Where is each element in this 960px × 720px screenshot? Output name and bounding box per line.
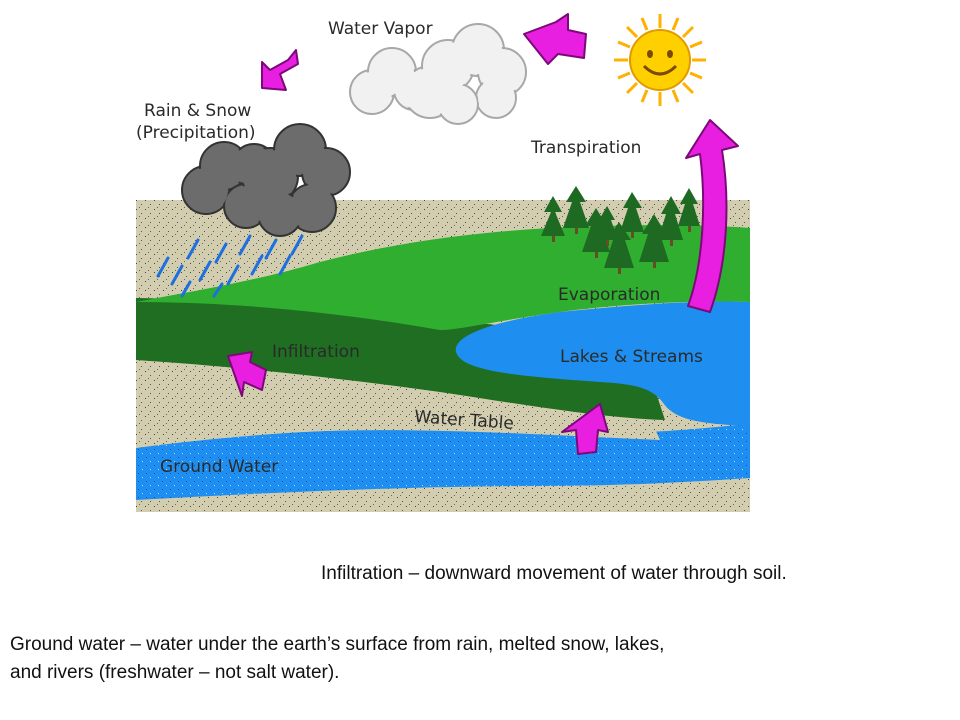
label-water-vapor: Water Vapor: [328, 19, 433, 39]
rain-streaks: [156, 234, 304, 298]
label-evaporation: Evaporation: [558, 285, 660, 305]
arrow-water-table: [561, 403, 609, 455]
rain-clouds: [181, 123, 351, 237]
caption-ground-water-line1: Ground water – water under the earth’s s…: [10, 634, 665, 655]
arrows: [227, 13, 739, 455]
water-vapor-clouds: [349, 23, 527, 125]
arrow-transpiration: [685, 119, 739, 313]
dark-grass-layer: [136, 298, 665, 420]
label-precipitation: (Precipitation): [136, 123, 256, 143]
arrow-vapor: [523, 13, 587, 65]
caption-infiltration: Infiltration – downward movement of wate…: [321, 563, 787, 584]
caption-ground-water-line2: and rivers (freshwater – not salt water)…: [10, 662, 340, 683]
caption-ground-water: Ground water – water under the earth’s s…: [10, 631, 910, 687]
label-rain-snow: Rain & Snow: [144, 101, 251, 121]
label-ground-water: Ground Water: [160, 457, 278, 477]
trees: [541, 186, 700, 274]
arrow-condensation: [261, 49, 299, 91]
label-infiltration: Infiltration: [272, 342, 360, 362]
arrow-infiltration: [227, 351, 267, 397]
lake: [455, 301, 750, 426]
label-lakes-streams: Lakes & Streams: [560, 347, 703, 367]
label-transpiration: Transpiration: [530, 138, 641, 158]
sun-icon: [614, 14, 706, 106]
